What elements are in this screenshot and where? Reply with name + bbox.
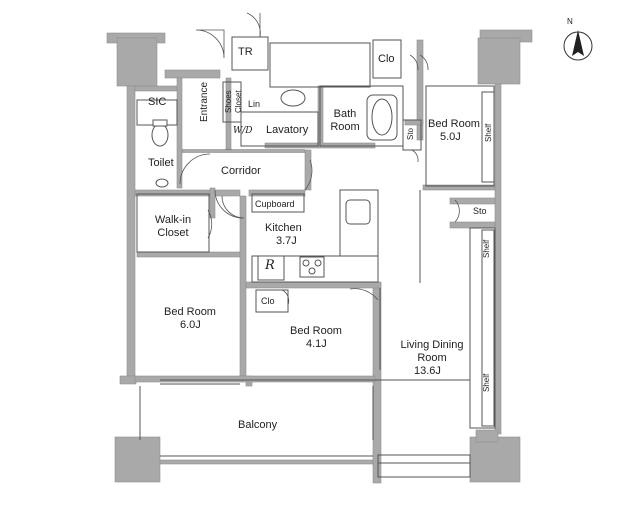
closet-top-label: Clo bbox=[378, 53, 395, 65]
compass-north-label: N bbox=[567, 17, 573, 26]
compass bbox=[563, 30, 593, 61]
balcony-label: Balcony bbox=[238, 419, 278, 431]
structural-walls bbox=[106, 29, 533, 484]
shelf-low-label: Shelf bbox=[482, 373, 491, 393]
washer-dryer-label: W/D bbox=[233, 126, 253, 136]
kitchen-size: 3.7J bbox=[276, 235, 297, 247]
bed-room-main-size: 5.0J bbox=[440, 131, 461, 143]
entrance-label: Entrance bbox=[199, 81, 210, 123]
refrigerator-label: R bbox=[265, 258, 275, 273]
shelf-top-label: Shelf bbox=[484, 123, 493, 143]
bath-room-label: Bath Room bbox=[330, 108, 360, 133]
bed-room-left-size: 6.0J bbox=[180, 319, 201, 331]
cupboard-label: Cupboard bbox=[255, 199, 295, 209]
kitchen-label: Kitchen bbox=[265, 222, 302, 234]
walk-in-closet-label: Walk-in Closet bbox=[154, 214, 192, 239]
doors bbox=[179, 12, 460, 306]
storage-mid-label: Sto bbox=[473, 206, 487, 216]
linen-label: Lin bbox=[248, 99, 261, 109]
partitions bbox=[136, 36, 496, 478]
bed-room-main-label: Bed Room bbox=[428, 118, 480, 130]
bed-room-left-label: Bed Room bbox=[164, 306, 216, 318]
shelf-mid-label: Shelf bbox=[482, 239, 491, 259]
living-dining-room-size: 13.6J bbox=[414, 365, 441, 377]
storage-top-label: Sto bbox=[406, 128, 415, 141]
tr-label: TR bbox=[238, 46, 253, 58]
closet-mid-label: Clo bbox=[261, 296, 275, 306]
corridor-label: Corridor bbox=[221, 165, 261, 177]
shoes-closet-label: Shoes Closet bbox=[224, 90, 243, 114]
fixtures bbox=[151, 89, 398, 275]
lavatory-label: Lavatory bbox=[266, 124, 309, 136]
bed-room-mid-size: 4.1J bbox=[306, 338, 327, 350]
sic-label: SIC bbox=[148, 96, 167, 108]
living-dining-room-label: Living Dining Room bbox=[400, 339, 464, 364]
toilet-label: Toilet bbox=[148, 157, 174, 169]
bed-room-mid-label: Bed Room bbox=[290, 325, 342, 337]
